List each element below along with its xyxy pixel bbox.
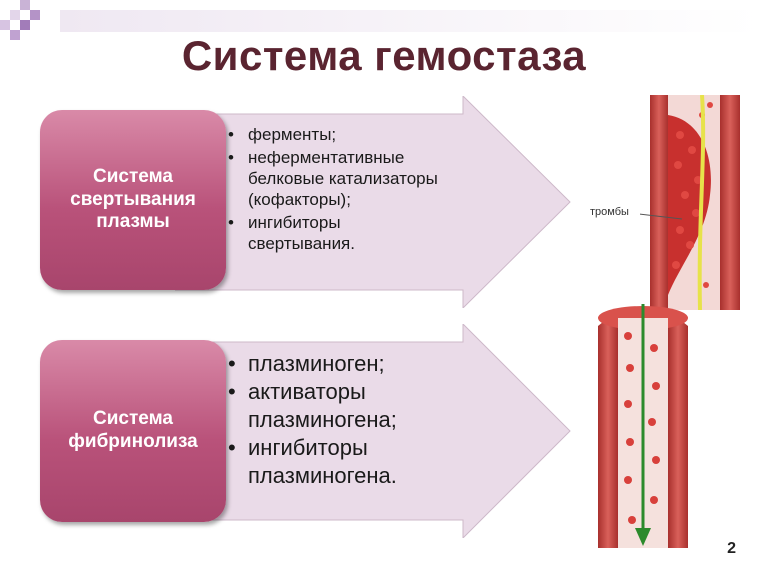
list-item: ингибиторы плазминогена. [228,434,528,490]
corner-decoration [0,0,40,40]
box-plasma-label: Система свертывания плазмы [70,165,196,233]
page-number: 2 [727,540,736,557]
list-item: ферменты; [228,124,508,145]
list-item: неферментативные белковые катализаторы (… [228,147,508,210]
list-fibrinolysis: плазминоген; активаторы плазминогена; ин… [228,350,528,490]
vessel-fibrinolysis-illustration [598,304,688,548]
list-item: ингибиторы свертывания. [228,212,508,254]
box-fibrinolysis: Система фибринолиза [40,340,226,522]
thrombus-label: тромбы [590,206,629,218]
header-band [60,10,760,32]
list-plasma: ферменты; неферментативные белковые ката… [228,124,508,256]
box-fibrinolysis-label: Система фибринолиза [68,408,198,452]
box-plasma-coagulation: Система свертывания плазмы [40,110,226,290]
vessel-thrombus-illustration [640,95,740,310]
list-item: плазминоген; [228,350,528,378]
page-title: Система гемостаза [181,32,587,79]
list-item: активаторы плазминогена; [228,378,528,434]
